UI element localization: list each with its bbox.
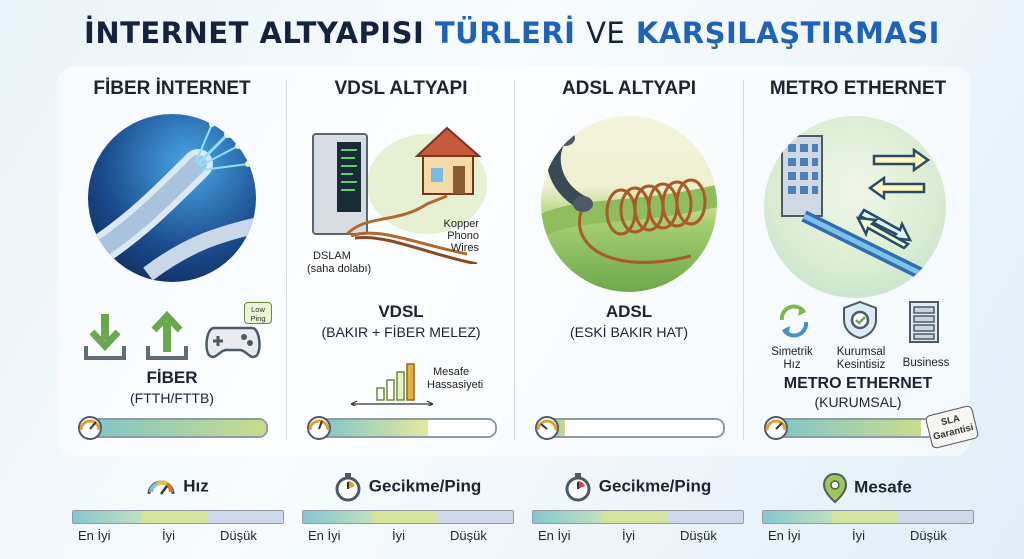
speedometer-icon [147,480,175,495]
meter-fill [776,420,922,436]
legend-scale-bar [532,510,744,524]
sync-arrows-icon [779,304,809,338]
column-divider [514,80,515,440]
server-rack-icon [909,301,939,343]
vdsl-speed-meter [305,414,499,440]
legend-title-latency: Gecikme/Ping [368,476,482,496]
fiber-optic-illustration [88,114,256,282]
metro-speed-meter [762,414,938,440]
distance-label-1: Mesafe [433,366,470,378]
scale-best: En İyi [308,528,341,543]
metro-title: METRO ETHERNET [769,78,947,99]
feature-symmetric-line1: Simetrik [771,346,813,358]
adsl-speed-meter [533,414,727,440]
adsl-illustration [541,116,717,292]
signal-bars-icon [350,363,434,406]
feature-business: Business [902,357,950,369]
vdsl-label: VDSL [378,302,424,321]
fiber-sublabel: (FTTH/FTTB) [130,390,214,406]
metro-illustration [764,116,946,298]
adsl-sublabel: (ESKİ BAKIR HAT) [570,324,688,340]
meter-fill [90,420,266,436]
fiber-label: FİBER [146,368,198,387]
stopwatch-icon [565,473,591,502]
low-ping-badge: Low Ping [244,302,272,324]
scale-best: En İyi [768,528,801,543]
fiber-title: FİBER İNTERNET [93,78,251,99]
fiber-column: FİBER İNTERNET Low Ping FİBER (F [58,70,286,456]
copper-label-3: Wires [450,242,479,254]
legend-title-speed: Hız [183,476,209,496]
legend-scale-bar [72,510,284,524]
adsl-label: ADSL [605,302,653,321]
dslam-label: DSLAM [313,250,351,262]
metro-column: METRO ETHERNET [744,70,972,456]
legend-speed: Hız En İyi İyi Düşük [72,466,284,546]
scale-good: İyi [622,528,635,543]
gauge-icon [78,416,102,440]
fiber-speed-meter [76,414,270,440]
scale-low: Düşük [220,528,257,543]
copper-label-2: Phono [447,230,479,242]
feature-corporate-line2: Kesintisiz [836,359,886,371]
distance-label-2: Hassasiyeti [427,379,484,391]
scale-good: İyi [162,528,175,543]
feature-corporate-line1: Kurumsal [836,346,886,358]
gauge-icon [764,416,788,440]
fiber-cable-icon [88,121,256,281]
vdsl-column: VDSL ALTYAPI DSLAM (saha dolabı) Kopper … [287,70,515,456]
shield-gear-icon [843,300,877,340]
legend-scale-bar [302,510,514,524]
title-part-4: KARŞILAŞTIRMASI [635,16,940,50]
vdsl-title: VDSL ALTYAPI [334,78,468,99]
vdsl-sublabel: (BAKIR + FİBER MELEZ) [321,324,481,340]
legend-title-distance: Mesafe [854,477,912,497]
legend-latency: Gecikme/Ping En İyi İyi Düşük [302,466,514,546]
building-network-icon [781,135,946,292]
download-icon [84,314,126,360]
legend-distance: Mesafe En İyi İyi Düşük [762,466,974,546]
scale-low: Düşük [680,528,717,543]
dslam-sublabel: (saha dolabı) [307,263,372,275]
scale-good: İyi [392,528,405,543]
scale-best: En İyi [78,528,111,543]
telephone-coil-icon [541,129,717,264]
legend-latency-2: Gecikme/Ping En İyi İyi Düşük [532,466,744,546]
upload-icon [146,310,188,360]
feature-symmetric-line2: Hız [783,359,801,371]
gauge-icon [307,416,331,440]
adsl-column: ADSL ALTYAPI ADSL (ESKİ BAKIR HAT) [515,70,743,456]
copper-label-1: Kopper [443,218,479,230]
legend-scale-bar [762,510,974,524]
column-divider [743,80,744,440]
meter-fill [319,420,429,436]
vdsl-illustration [312,126,487,264]
scale-low: Düşük [910,528,947,543]
gamepad-icon [205,326,261,359]
legend-title-latency-2: Gecikme/Ping [598,476,712,496]
title-part-2: TÜRLERİ [434,16,576,50]
column-divider [286,80,287,440]
map-pin-icon [823,472,848,504]
scale-low: Düşük [450,528,487,543]
scale-good: İyi [852,528,865,543]
page-title: İNTERNET ALTYAPISI TÜRLERİ VE KARŞILAŞTI… [0,16,1024,50]
adsl-title: ADSL ALTYAPI [561,78,697,99]
title-part-1: İNTERNET ALTYAPISI [84,16,425,50]
gauge-icon [535,416,559,440]
metro-label: METRO ETHERNET [783,375,933,392]
title-part-3: VE [586,16,626,50]
scale-best: En İyi [538,528,571,543]
stopwatch-icon [335,473,361,502]
metro-sublabel: (KURUMSAL) [814,394,902,410]
